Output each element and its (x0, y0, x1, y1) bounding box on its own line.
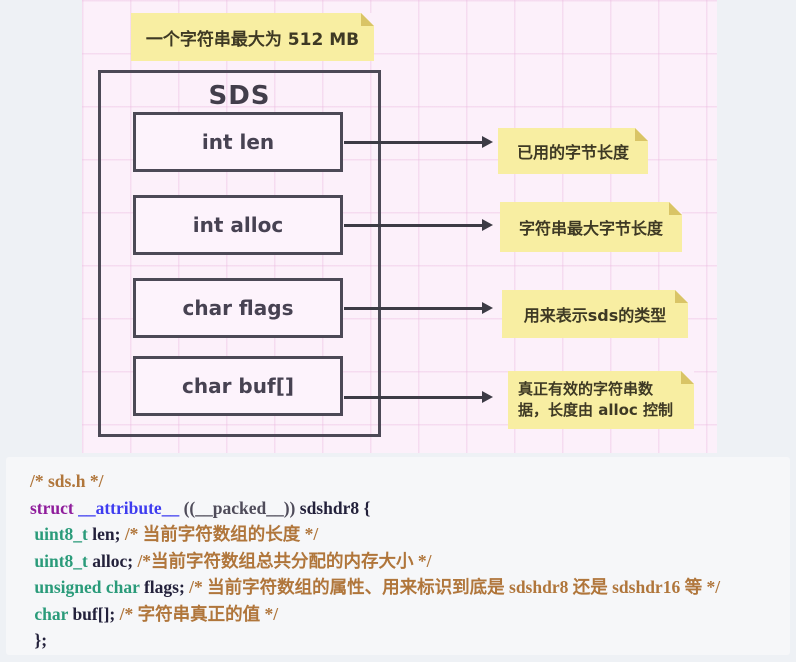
code-token: unsigned char (30, 577, 140, 597)
arrow-head-icon (482, 136, 493, 148)
arrow-flags-icon (344, 302, 493, 314)
arrow-len-icon (344, 136, 493, 148)
code-token: sdshdr8 { (295, 497, 371, 518)
arrow-line (344, 396, 484, 399)
code-token: buf[]; (68, 603, 120, 624)
field-box-len: int len (133, 112, 343, 172)
code-line-alloc: uint8_t alloc; /*当前字符数组总共分配的内存大小 */ (30, 548, 790, 575)
note-text: 用来表示sds的类型 (523, 306, 667, 325)
code-token: struct (30, 497, 79, 518)
code-line-buf: char buf[]; /* 字符串真正的值 */ (30, 601, 790, 628)
code-line-flags: unsigned char flags; /* 当前字符数组的属性、用来标识到底… (30, 574, 790, 601)
note-text: 真正有效的字符串数 据，长度由 alloc 控制 (518, 380, 674, 419)
arrow-line (344, 141, 484, 144)
code-line-struct-decl: struct __attribute__ ((__packed__)) sdsh… (30, 495, 790, 522)
sticky-note-buf: 真正有效的字符串数 据，长度由 alloc 控制 (508, 371, 694, 429)
struct-title: SDS (208, 81, 271, 111)
code-token: char (30, 603, 69, 624)
code-token: /* 字符串真正的值 */ (119, 603, 279, 624)
sticky-note-len: 已用的字节长度 (498, 128, 648, 174)
code-line-header-comment: /* sds.h */ (30, 468, 790, 495)
code-token: uint8_t (30, 550, 88, 571)
code-line-close-brace: }; (30, 627, 790, 654)
note-text: 一个字符串最大为 512 MB (145, 29, 360, 50)
field-label: int len (201, 130, 275, 154)
note-fold-icon (635, 128, 648, 141)
note-fold-icon (675, 290, 688, 303)
field-label: char flags (182, 296, 294, 320)
code-token: flags; (139, 577, 190, 597)
arrow-head-icon (482, 391, 493, 403)
note-text: 已用的字节长度 (516, 143, 629, 162)
note-fold-icon (669, 202, 682, 215)
note-fold-icon (681, 371, 694, 384)
code-token: ((__packed__)) (179, 497, 296, 518)
code-token: alloc; (87, 550, 138, 571)
arrow-alloc-icon (344, 219, 493, 231)
field-label: int alloc (192, 213, 284, 237)
field-label: char buf[] (182, 374, 294, 398)
code-panel: /* sds.h */ struct __attribute__ ((__pac… (6, 457, 790, 655)
arrow-line (344, 224, 484, 227)
code-token: }; (30, 630, 48, 650)
sds-struct-box: SDS (98, 70, 381, 437)
sticky-note-alloc: 字符串最大字节长度 (500, 202, 682, 252)
arrow-head-icon (482, 219, 493, 231)
arrow-line (344, 307, 484, 310)
sticky-note-flags: 用来表示sds的类型 (502, 290, 688, 338)
code-line-len: uint8_t len; /* 当前字符数组的长度 */ (30, 521, 790, 548)
code-token: /* 当前字符数组的属性、用来标识到底是 sdshdr8 还是 sdshdr16… (189, 577, 721, 597)
arrow-head-icon (482, 302, 493, 314)
code-token: /*当前字符数组总共分配的内存大小 */ (137, 550, 432, 571)
arrow-buf-icon (344, 391, 493, 403)
code-token: /* 当前字符数组的长度 */ (124, 524, 319, 544)
note-fold-icon (361, 13, 374, 26)
sticky-note-max-size: 一个字符串最大为 512 MB (131, 13, 374, 61)
code-token: uint8_t (30, 524, 88, 544)
note-text: 字符串最大字节长度 (518, 219, 663, 238)
field-box-alloc: int alloc (133, 195, 343, 255)
field-box-buf: char buf[] (133, 356, 343, 416)
code-token: len; (87, 524, 125, 544)
field-box-flags: char flags (133, 278, 343, 338)
code-token: __attribute__ (78, 497, 180, 518)
code-token: /* sds.h */ (30, 471, 104, 491)
